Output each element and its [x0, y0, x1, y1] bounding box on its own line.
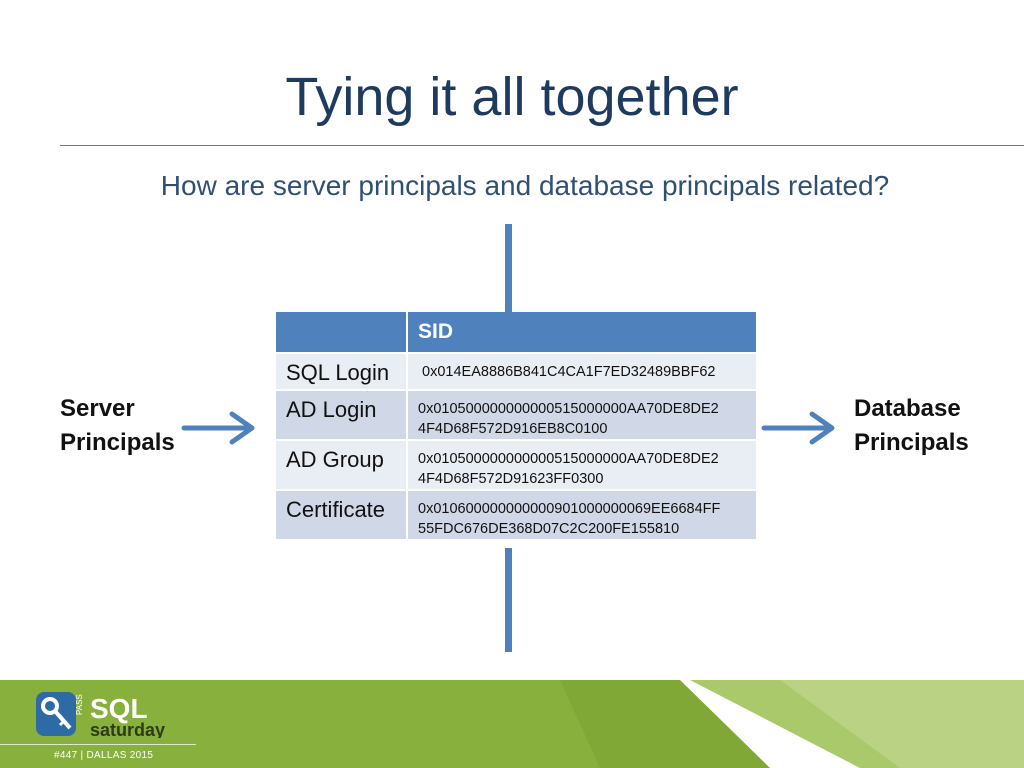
row-label: AD Login — [276, 389, 408, 439]
vertical-connector-top — [505, 224, 512, 312]
slide-title: Tying it all together — [285, 67, 739, 127]
sid-line1: 0x010500000000000515000000AA70DE8DE2 — [418, 451, 719, 467]
server-principals-line1: Server — [60, 395, 135, 422]
table-header-row: SID — [276, 312, 756, 352]
database-principals-line2: Principals — [854, 429, 969, 456]
arrow-right-icon — [181, 411, 255, 445]
sid-table: SID SQL Login 0x014EA8886B841C4CA1F7ED32… — [276, 312, 756, 539]
server-principals-line2: Principals — [60, 429, 175, 456]
footer-band — [0, 680, 1024, 768]
logo-sql-text: SQL — [90, 693, 148, 724]
server-principals-label: Server Principals — [60, 392, 175, 460]
arrow-right-icon — [761, 411, 835, 445]
sid-line1: 0x010600000000000901000000069EE6684FF — [418, 501, 721, 517]
sid-line1: 0x014EA8886B841C4CA1F7ED32489BBF62 — [418, 364, 716, 380]
event-number: #447 — [54, 750, 78, 761]
logo-saturday-text: saturday — [90, 720, 165, 738]
table-header-empty — [276, 312, 408, 352]
row-sid: 0x010600000000000901000000069EE6684FF 55… — [408, 489, 756, 539]
slide-subtitle: How are server principals and database p… — [160, 170, 890, 201]
row-sid: 0x010500000000000515000000AA70DE8DE2 4F4… — [408, 389, 756, 439]
sql-saturday-logo: PASS SQL saturday — [36, 692, 165, 738]
database-principals-line1: Database — [854, 395, 961, 422]
row-label: SQL Login — [276, 352, 408, 389]
row-label: AD Group — [276, 439, 408, 489]
table-header-sid: SID — [408, 312, 756, 352]
table-row: SQL Login 0x014EA8886B841C4CA1F7ED32489B… — [276, 352, 756, 389]
table-row: Certificate 0x01060000000000090100000006… — [276, 489, 756, 539]
footer-divider — [0, 744, 196, 745]
event-tag: #447 | DALLAS 2015 — [54, 750, 153, 761]
event-location: DALLAS 2015 — [86, 750, 154, 761]
sid-line2: 55FDC676DE368D07C2C200FE155810 — [418, 521, 680, 537]
table-row: AD Login 0x010500000000000515000000AA70D… — [276, 389, 756, 439]
event-separator: | — [80, 750, 87, 761]
row-sid: 0x014EA8886B841C4CA1F7ED32489BBF62 — [408, 352, 756, 389]
vertical-connector-bottom — [505, 548, 512, 652]
title-divider — [60, 145, 1024, 146]
sid-line2: 4F4D68F572D91623FF0300 — [418, 471, 604, 487]
sid-line1: 0x010500000000000515000000AA70DE8DE2 — [418, 401, 719, 417]
row-sid: 0x010500000000000515000000AA70DE8DE2 4F4… — [408, 439, 756, 489]
row-label: Certificate — [276, 489, 408, 539]
sid-line2: 4F4D68F572D916EB8C0100 — [418, 421, 608, 437]
database-principals-label: Database Principals — [854, 392, 969, 460]
table-row: AD Group 0x010500000000000515000000AA70D… — [276, 439, 756, 489]
logo-pass-text: PASS — [75, 694, 84, 715]
